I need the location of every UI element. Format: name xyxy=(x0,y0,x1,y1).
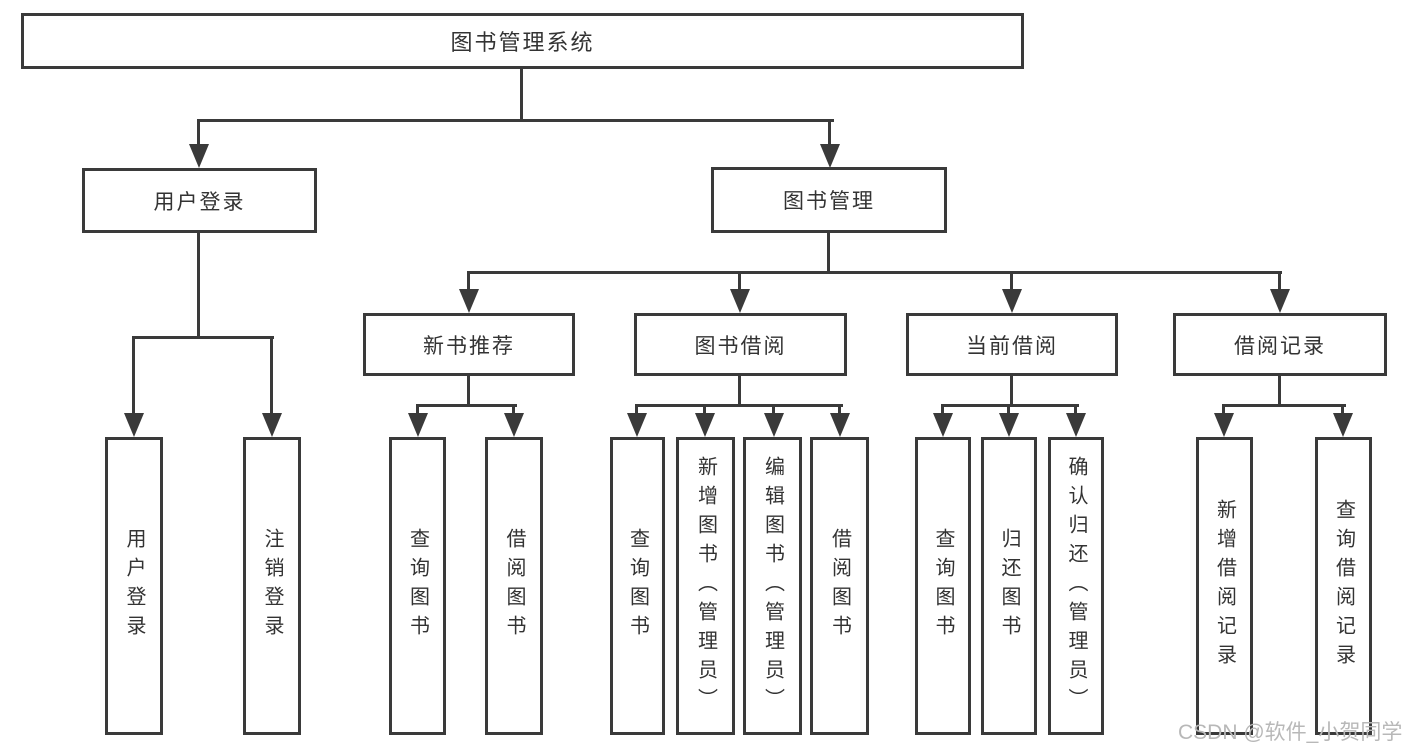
arrow-down-icon xyxy=(627,413,647,437)
leaf-query-book-recommend: 查询图书 xyxy=(389,437,446,735)
arrow-down-icon xyxy=(408,413,428,437)
connector-book-borrow-branch xyxy=(772,404,775,416)
node-book-management: 图书管理 xyxy=(711,167,947,233)
arrow-down-icon xyxy=(730,289,750,313)
leaf-add-book-admin: 新增图书（管理员） xyxy=(676,437,735,735)
arrow-down-icon xyxy=(504,413,524,437)
node-book-borrow: 图书借阅 xyxy=(634,313,847,376)
connector-user-login-hbar xyxy=(132,336,274,339)
leaf-user-login: 用户登录 xyxy=(105,437,163,735)
connector-root-branch xyxy=(828,119,831,149)
connector-user-login-stem xyxy=(197,233,200,338)
connector-current-borrow-stem xyxy=(1010,376,1013,407)
node-current-borrow: 当前借阅 xyxy=(906,313,1118,376)
connector-root-hbar xyxy=(197,119,834,122)
connector-new-book-stem xyxy=(467,376,470,407)
connector-borrow-records-branch xyxy=(1222,404,1225,416)
arrow-down-icon xyxy=(1214,413,1234,437)
connector-new-book-branch xyxy=(512,404,515,416)
connector-user-login-branch xyxy=(270,336,273,416)
leaf-add-borrow-record: 新增借阅记录 xyxy=(1196,437,1253,735)
arrow-down-icon xyxy=(830,413,850,437)
arrow-down-icon xyxy=(124,413,144,437)
connector-current-borrow-hbar xyxy=(941,404,1079,407)
connector-book-borrow-branch xyxy=(838,404,841,416)
connector-borrow-records-hbar xyxy=(1222,404,1346,407)
arrow-down-icon xyxy=(1333,413,1353,437)
arrow-down-icon xyxy=(1270,289,1290,313)
connector-book-mgmt-branch xyxy=(1278,271,1281,293)
leaf-query-book-current: 查询图书 xyxy=(915,437,971,735)
node-borrow-records: 借阅记录 xyxy=(1173,313,1387,376)
arrow-down-icon xyxy=(262,413,282,437)
connector-book-borrow-branch xyxy=(635,404,638,416)
leaf-logout: 注销登录 xyxy=(243,437,301,735)
connector-book-mgmt-stem xyxy=(827,233,830,273)
connector-borrow-records-branch xyxy=(1341,404,1344,416)
leaf-return-book: 归还图书 xyxy=(981,437,1037,735)
connector-current-borrow-branch xyxy=(1007,404,1010,416)
connector-book-borrow-branch xyxy=(703,404,706,416)
leaf-query-borrow-record: 查询借阅记录 xyxy=(1315,437,1372,735)
connector-user-login-branch xyxy=(132,336,135,416)
arrow-down-icon xyxy=(1066,413,1086,437)
connector-borrow-records-stem xyxy=(1278,376,1281,407)
leaf-edit-book-admin: 编辑图书（管理员） xyxy=(743,437,802,735)
connector-current-borrow-branch xyxy=(1074,404,1077,416)
leaf-query-book-borrow: 查询图书 xyxy=(610,437,665,735)
connector-new-book-hbar xyxy=(416,404,517,407)
connector-book-borrow-stem xyxy=(738,376,741,407)
connector-root-branch xyxy=(197,119,200,149)
arrow-down-icon xyxy=(933,413,953,437)
arrow-down-icon xyxy=(1002,289,1022,313)
connector-book-mgmt-branch xyxy=(1010,271,1013,293)
connector-root-stem xyxy=(520,69,523,122)
leaf-borrow-book: 借阅图书 xyxy=(810,437,869,735)
node-user-login: 用户登录 xyxy=(82,168,317,233)
node-root: 图书管理系统 xyxy=(21,13,1024,69)
csdn-watermark: CSDN @软件_小贺同学 xyxy=(1178,721,1403,744)
leaf-borrow-book-recommend: 借阅图书 xyxy=(485,437,543,735)
connector-new-book-branch xyxy=(416,404,419,416)
leaf-confirm-return-admin: 确认归还（管理员） xyxy=(1048,437,1104,735)
arrow-down-icon xyxy=(189,144,209,168)
arrow-down-icon xyxy=(999,413,1019,437)
arrow-down-icon xyxy=(695,413,715,437)
arrow-down-icon xyxy=(820,144,840,168)
connector-book-borrow-hbar xyxy=(635,404,843,407)
connector-book-mgmt-branch xyxy=(738,271,741,293)
connector-book-mgmt-branch xyxy=(467,271,470,293)
node-new-book-recommend: 新书推荐 xyxy=(363,313,575,376)
connector-book-mgmt-hbar xyxy=(467,271,1282,274)
arrow-down-icon xyxy=(459,289,479,313)
connector-current-borrow-branch xyxy=(941,404,944,416)
arrow-down-icon xyxy=(764,413,784,437)
